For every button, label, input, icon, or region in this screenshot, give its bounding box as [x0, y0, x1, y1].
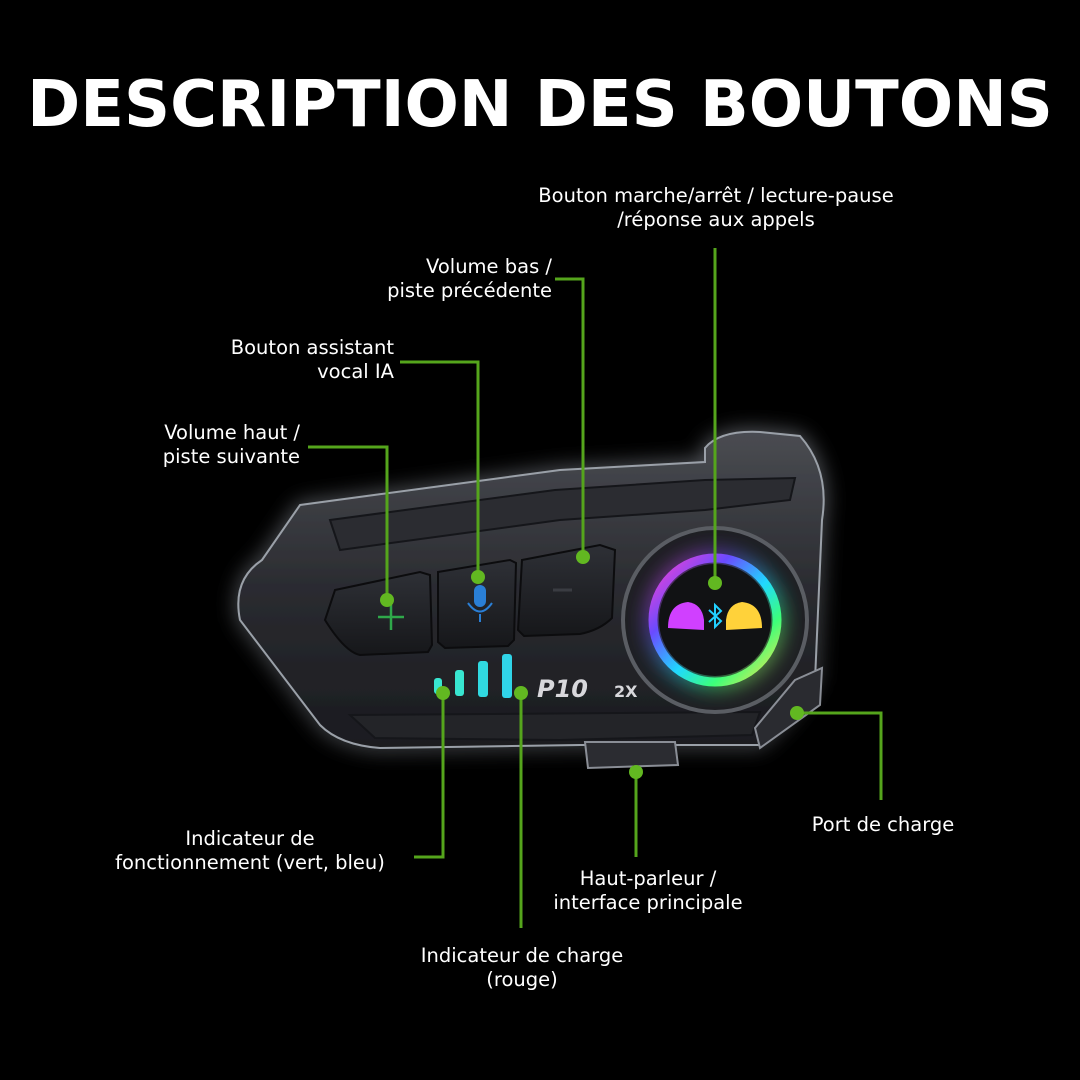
svg-text:2X: 2X — [614, 682, 638, 701]
speaker-connector — [583, 741, 680, 770]
leader-volume-up — [308, 445, 389, 600]
label-speaker-line-2: interface principale — [553, 891, 743, 914]
volume-up-button[interactable] — [323, 570, 434, 657]
intercom-device: P10 2X — [237, 430, 825, 770]
label-operation-line-1: Indicateur de — [185, 827, 315, 850]
leader-charge-port — [797, 711, 883, 800]
top-rib-strip — [328, 476, 797, 552]
label-speaker-line-1: Haut-parleur / — [579, 867, 717, 890]
label-power-button: Bouton marche/arrêt / lecture-pause /rép… — [496, 184, 936, 232]
label-volume-down-line-1: Volume bas / — [426, 255, 552, 278]
label-volume-up: Volume haut / piste suivante — [100, 421, 300, 469]
leader-lines — [308, 248, 883, 928]
label-charge-port: Port de charge — [780, 813, 986, 837]
label-volume-up-line-2: piste suivante — [162, 445, 300, 468]
bottom-rib-strip — [347, 710, 762, 742]
label-assistant-line-1: Bouton assistant — [230, 336, 394, 359]
label-charge-indicator: Indicateur de charge (rouge) — [382, 944, 662, 992]
label-charge-port-line-1: Port de charge — [811, 813, 955, 836]
label-operation-line-2: fonctionnement (vert, bleu) — [115, 851, 385, 874]
label-assistant-line-2: vocal IA — [317, 360, 394, 383]
svg-text:P10: P10 — [537, 675, 588, 703]
microphone-icon — [467, 585, 493, 622]
label-speaker: Haut-parleur / interface principale — [520, 867, 776, 915]
label-charge-indicator-line-1: Indicateur de charge — [420, 944, 624, 967]
label-volume-down-line-2: piste précédente — [387, 279, 552, 302]
label-operation-indicator: Indicateur de fonctionnement (vert, bleu… — [80, 827, 420, 875]
leader-assistant — [400, 360, 480, 577]
charge-port-cover — [753, 666, 824, 750]
label-power-line-1: Bouton marche/arrêt / lecture-pause — [538, 184, 894, 207]
label-volume-up-line-1: Volume haut / — [164, 421, 300, 444]
page-title: DESCRIPTION DES BOUTONS — [27, 68, 1053, 142]
label-power-line-2: /réponse aux appels — [617, 208, 815, 231]
helmet-icon — [668, 602, 762, 630]
label-volume-down: Volume bas / piste précédente — [330, 255, 552, 303]
label-voice-assistant: Bouton assistant vocal IA — [180, 336, 394, 384]
led-indicator-bars — [434, 654, 512, 698]
label-charge-indicator-line-2: (rouge) — [486, 968, 558, 991]
leader-dots — [380, 550, 804, 779]
leader-operation-indicator — [414, 693, 445, 859]
leader-volume-down — [555, 277, 585, 557]
device-logo: P10 2X — [537, 675, 638, 703]
plus-icon — [378, 605, 404, 630]
bluetooth-icon — [708, 602, 723, 630]
